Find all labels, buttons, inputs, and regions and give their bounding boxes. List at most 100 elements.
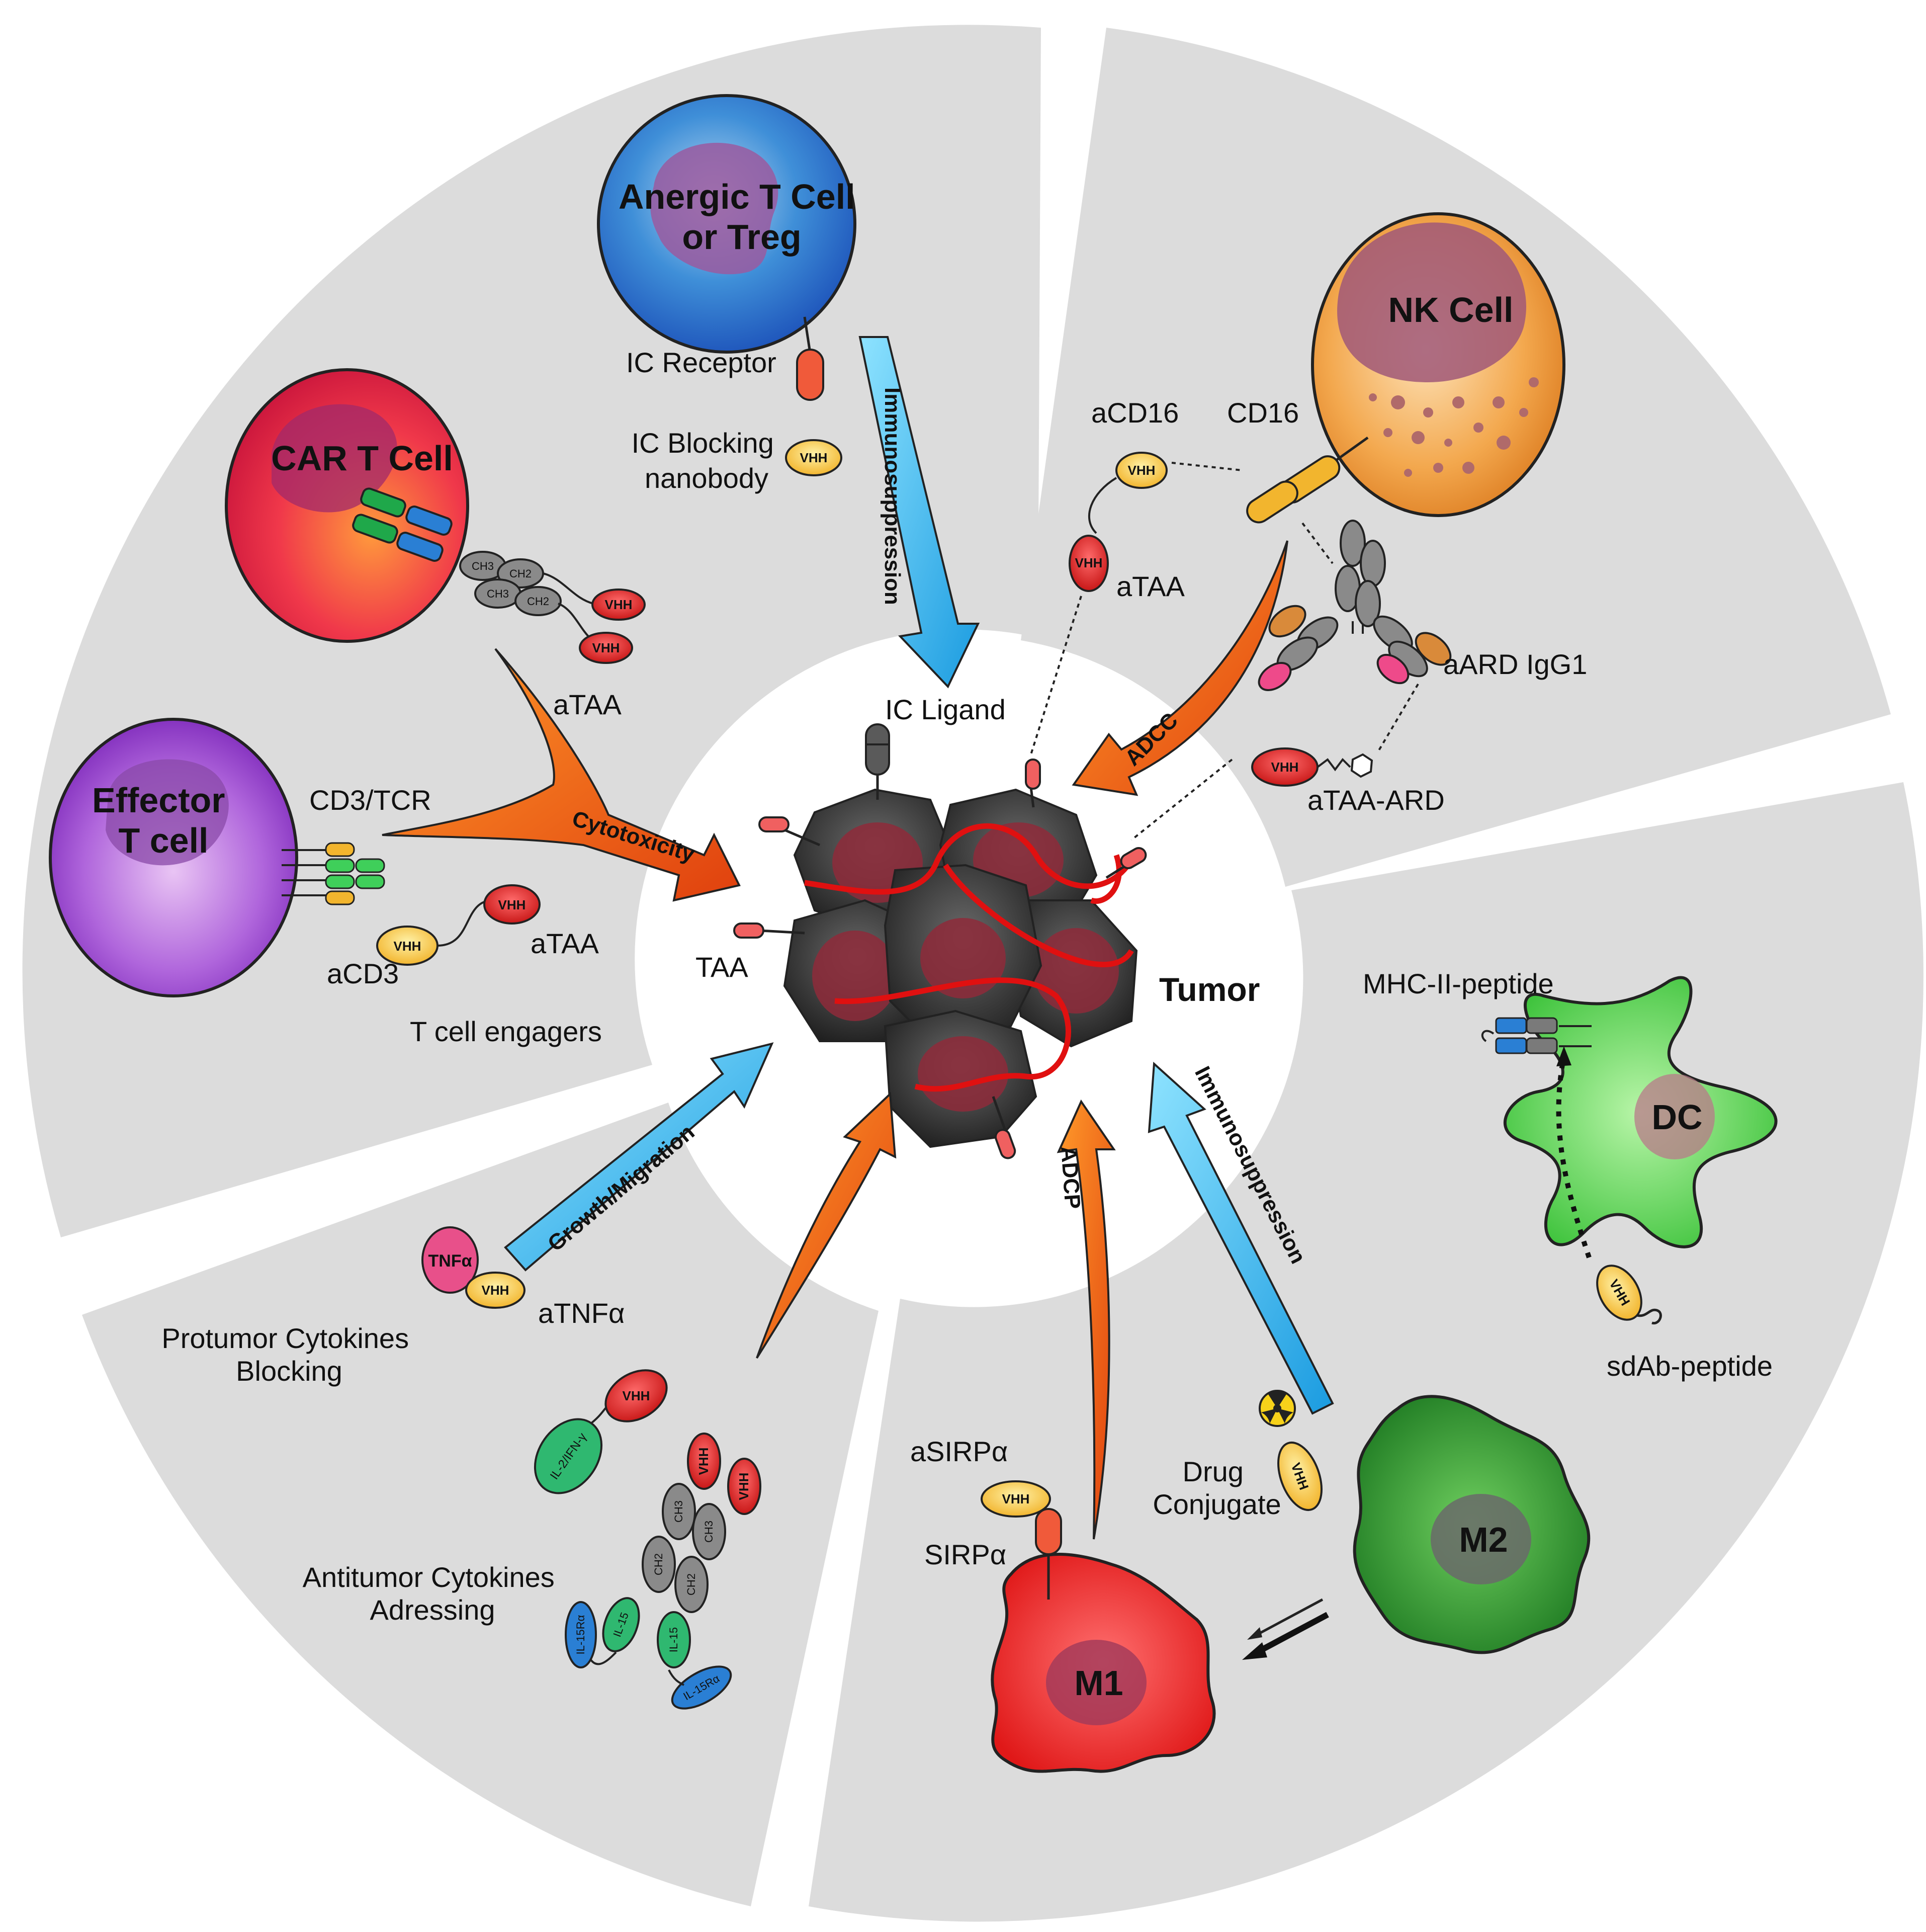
taa-marker xyxy=(733,922,805,939)
anergic-t-cell-title: Anergic T Cell or Treg xyxy=(619,177,865,257)
effector-ataa-label: aTAA xyxy=(531,928,599,959)
car-ataa-label: aTAA xyxy=(553,689,622,720)
aard-igg1 xyxy=(1258,520,1452,753)
t-cell-engagers-label: T cell engagers xyxy=(410,1016,602,1047)
antitumor-label: Antitumor Cytokines Adressing xyxy=(303,1561,563,1626)
asirpa-vhh: VHH xyxy=(981,1480,1051,1518)
tumor-blood-vessel xyxy=(804,823,1134,1092)
ataa-ard-label: aTAA-ARD xyxy=(1307,784,1445,816)
sirpa-receptor xyxy=(1035,1508,1062,1600)
ic-blocking-vhh: VHH xyxy=(785,439,842,476)
effector-t-cell-title: Effector T cell xyxy=(92,781,235,860)
tnfa-blocking: TNFα VHH xyxy=(421,1226,526,1309)
anergic-t-cell: Anergic T Cell or Treg xyxy=(597,94,865,401)
sirpa-label: SIRPα xyxy=(924,1539,1006,1570)
m1-m2-equilibrium-arrows xyxy=(1242,1598,1329,1660)
svg-text:VHH: VHH xyxy=(736,1473,751,1500)
adcp-arrow: ADCP xyxy=(1056,1099,1116,1540)
svg-text:CH3: CH3 xyxy=(487,587,509,600)
m1-title: M1 xyxy=(1074,1663,1123,1703)
cd16-receptor xyxy=(1246,436,1369,524)
svg-text:CH2: CH2 xyxy=(685,1573,697,1595)
dc-title: DC xyxy=(1651,1098,1702,1137)
peptide-path xyxy=(1556,1056,1592,1258)
svg-text:CH3: CH3 xyxy=(672,1500,685,1523)
immunosuppression-arrow-top: Immunosuppression xyxy=(858,336,980,689)
svg-text:CH2: CH2 xyxy=(527,595,549,608)
acd3-label: aCD3 xyxy=(327,958,399,989)
nk-granules xyxy=(1369,377,1539,477)
acd16-label: aCD16 xyxy=(1091,397,1179,429)
ic-blocking-nanobody-label: IC Blocking nanobody xyxy=(632,427,782,494)
ic-ligand-label: IC Ligand xyxy=(885,694,1006,725)
taa-marker xyxy=(1025,759,1041,808)
asirpa-label: aSIRPα xyxy=(910,1436,1008,1467)
atnfa-label: aTNFα xyxy=(538,1297,625,1329)
nk-cell-title: NK Cell xyxy=(1388,290,1514,329)
svg-text:VHH: VHH xyxy=(482,1283,509,1298)
nk-engager: VHH VHH xyxy=(1069,452,1243,592)
drug-conjugate: VHH xyxy=(1259,1390,1323,1511)
il2-ifn-fusion: IL-2/IFN-γ VHH xyxy=(534,1369,668,1494)
protumor-label: Protumor Cytokines Blocking xyxy=(161,1322,416,1387)
svg-text:VHH: VHH xyxy=(1271,760,1299,775)
nk-cell: NK Cell xyxy=(1246,212,1565,524)
tumor-cell xyxy=(884,1010,1037,1148)
sector-bottom-left xyxy=(82,1103,879,1906)
car-t-cell: CAR T Cell CH3 CH2 CH3 CH2 VHH VHH xyxy=(225,368,646,664)
svg-text:CH2: CH2 xyxy=(652,1553,665,1575)
svg-text:VHH: VHH xyxy=(623,1388,650,1403)
car-vhh: VHH xyxy=(579,632,633,664)
car-receptor: CH3 CH2 CH3 CH2 VHH VHH xyxy=(352,487,646,664)
mhc-ii-peptide-label: MHC-II-peptide xyxy=(1363,968,1554,999)
il15-fc-fusion: VHH VHH CH3 CH3 CH2 CH2 IL-15 IL-15 IL-1… xyxy=(565,1433,761,1710)
taa-marker xyxy=(758,816,820,847)
cd3-tcr-label: CD3/TCR xyxy=(309,784,431,816)
mhc-ii-receptor xyxy=(1481,1017,1592,1054)
svg-text:VHH: VHH xyxy=(498,897,526,912)
ic-ligand-marker xyxy=(865,723,890,800)
svg-text:VHH: VHH xyxy=(605,597,633,612)
tumor-label: Tumor xyxy=(1159,971,1260,1008)
svg-text:VHH: VHH xyxy=(696,1448,711,1475)
effector-t-cell: Effector T cell xyxy=(49,718,385,997)
svg-text:VHH: VHH xyxy=(1128,463,1156,478)
car-t-cell-title: CAR T Cell xyxy=(271,439,453,478)
m2-title: M2 xyxy=(1459,1520,1508,1559)
aard-igg1-label: aARD IgG1 xyxy=(1443,648,1587,680)
taa-marker xyxy=(992,1096,1016,1159)
sdab-peptide-label: sdAb-peptide xyxy=(1607,1350,1773,1382)
car-vhh: VHH xyxy=(591,589,646,621)
cd3-tcr-receptor xyxy=(282,842,385,905)
svg-text:CH2: CH2 xyxy=(509,567,532,580)
svg-text:VHH: VHH xyxy=(394,939,421,954)
ataa-ard: VHH xyxy=(1130,747,1373,841)
nk-ataa-label: aTAA xyxy=(1116,570,1185,602)
svg-text:IL-15Rα: IL-15Rα xyxy=(574,1615,587,1654)
dendritic-cell: DC xyxy=(1481,976,1778,1258)
ch-domain: CH2 xyxy=(514,586,562,616)
ic-receptor xyxy=(796,316,824,401)
t-cell-engager: VHH VHH xyxy=(376,884,541,966)
svg-text:VHH: VHH xyxy=(1002,1491,1030,1506)
m2-macrophage: M2 xyxy=(1353,1395,1591,1654)
dotted-link xyxy=(1030,596,1082,755)
ch-domain: CH3 xyxy=(474,578,521,609)
svg-text:IL-15: IL-15 xyxy=(667,1627,680,1652)
svg-text:TNFα: TNFα xyxy=(428,1251,472,1271)
arrow-label-immunosuppression-top: Immunosuppression xyxy=(880,387,905,605)
svg-text:VHH: VHH xyxy=(592,640,620,655)
drug-conjugate-label: Drug Conjugate xyxy=(1153,1456,1281,1520)
m1-macrophage: M1 xyxy=(991,1508,1216,1773)
antitumor-cytokine-arrow xyxy=(756,1091,897,1359)
svg-text:VHH: VHH xyxy=(800,450,828,465)
arrow-label-adcp: ADCP xyxy=(1056,1145,1085,1210)
svg-text:CH3: CH3 xyxy=(703,1521,715,1543)
svg-text:CH3: CH3 xyxy=(472,560,494,572)
sdab-peptide: VHH xyxy=(1596,1265,1662,1325)
taa-marker xyxy=(1105,847,1147,879)
ic-receptor-label: IC Receptor xyxy=(626,347,776,378)
cd16-label: CD16 xyxy=(1227,397,1299,429)
taa-label: TAA xyxy=(695,951,748,983)
